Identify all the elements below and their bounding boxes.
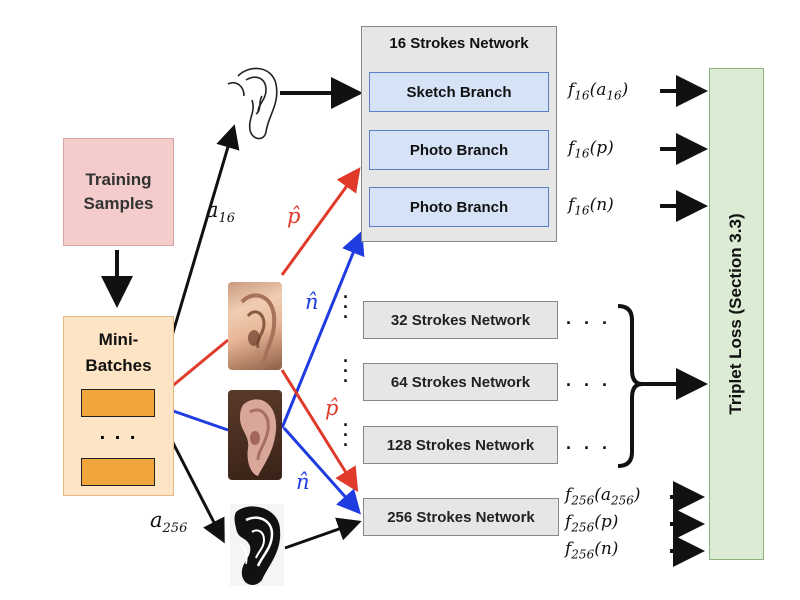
feature-f16-negative: f16(n)	[568, 195, 614, 218]
minibatch-label-line1: Mini-	[98, 330, 139, 349]
minibatch-label-line2: Batches	[85, 356, 152, 375]
label-n-hat-bottom: n̂	[296, 470, 310, 494]
arrow-p-to-net16	[280, 167, 361, 276]
batch-item-bottom	[81, 458, 155, 486]
triplet-loss-label: Triplet Loss (Section 3.3)	[726, 213, 745, 415]
label-a16: a16	[206, 198, 236, 227]
training-label-line2: Samples	[83, 194, 154, 213]
arrow-n-to-net16	[280, 230, 365, 429]
label-p-hat-bottom: p̂	[325, 396, 339, 420]
arrow-p-to-net256	[280, 369, 359, 493]
label-p-hat-top: p̂	[287, 204, 301, 228]
feature-f16-positive: f16(p)	[568, 138, 614, 161]
label-n-hat-top: n̂	[305, 290, 319, 314]
net-32-strokes: 32 Strokes Network	[363, 301, 558, 339]
feature-f256-anchor: f256(a256)	[565, 485, 641, 508]
vertical-ellipsis-32: ···	[343, 287, 353, 327]
photo-branch-negative: Photo Branch	[369, 187, 549, 227]
feature-f16-anchor: f16(a16)	[568, 80, 629, 103]
horizontal-ellipsis-128: . . .	[566, 433, 612, 453]
photo-branch-positive: Photo Branch	[369, 130, 549, 170]
training-label-line1: Training	[85, 170, 152, 189]
sketch-ear-256	[230, 504, 284, 586]
photo-ear-negative	[228, 390, 282, 480]
feature-f256-negative: f256(n)	[565, 539, 619, 562]
vertical-ellipsis-64: ···	[343, 351, 353, 391]
horizontal-ellipsis-64: . . .	[566, 370, 612, 390]
triplet-loss-box	[709, 68, 764, 560]
net-16-title: 16 Strokes Network	[389, 35, 529, 52]
arrow-n-to-net256	[282, 427, 361, 515]
horizontal-ellipsis-32: . . .	[566, 308, 612, 328]
label-a256: a256	[150, 508, 188, 537]
net-128-strokes: 128 Strokes Network	[363, 426, 558, 464]
photo-ear-positive	[228, 282, 282, 370]
feature-f256-positive: f256(p)	[565, 512, 619, 535]
net-64-strokes: 64 Strokes Network	[363, 363, 558, 401]
sketch-branch: Sketch Branch	[369, 72, 549, 112]
batch-item-top	[81, 389, 155, 417]
brace	[617, 304, 643, 468]
arrow-sketch256-to-net	[284, 517, 362, 550]
sketch-ear-16	[227, 67, 278, 140]
vertical-ellipsis-128: ···	[343, 415, 353, 455]
net-256-strokes: 256 Strokes Network	[363, 498, 559, 536]
batch-ellipsis: . . .	[99, 422, 138, 444]
training-samples-box: Training Samples	[63, 138, 174, 246]
